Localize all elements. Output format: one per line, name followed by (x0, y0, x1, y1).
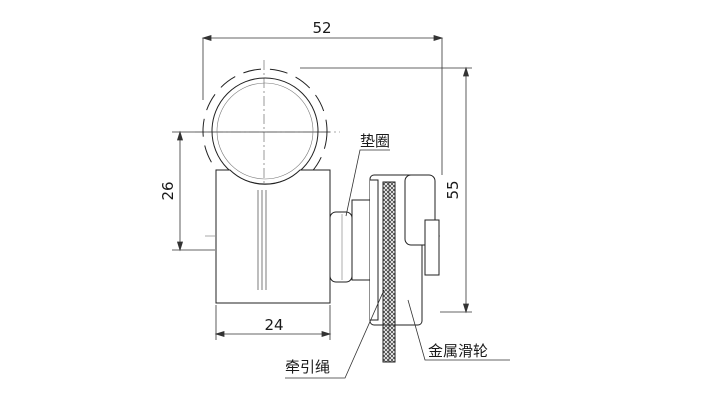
metal-pulley-leader (407, 299, 510, 361)
width-top-label: 52 (312, 19, 331, 37)
height-left-label: 26 (159, 181, 177, 200)
dimension-height-right (300, 66, 472, 314)
gasket-label: 垫圈 (360, 132, 390, 150)
width-bottom-label: 24 (264, 316, 283, 334)
metal-pulley-label: 金属滑轮 (428, 342, 488, 360)
gasket-leader (345, 149, 390, 217)
traction-rope-label: 牵引绳 (285, 358, 330, 376)
gasket (329, 211, 353, 283)
dimension-width-top (201, 34, 444, 175)
height-right-label: 55 (444, 180, 462, 199)
traction-rope-leader (285, 289, 385, 379)
dimension-width-bottom (214, 305, 332, 340)
clamp-body (215, 169, 331, 304)
